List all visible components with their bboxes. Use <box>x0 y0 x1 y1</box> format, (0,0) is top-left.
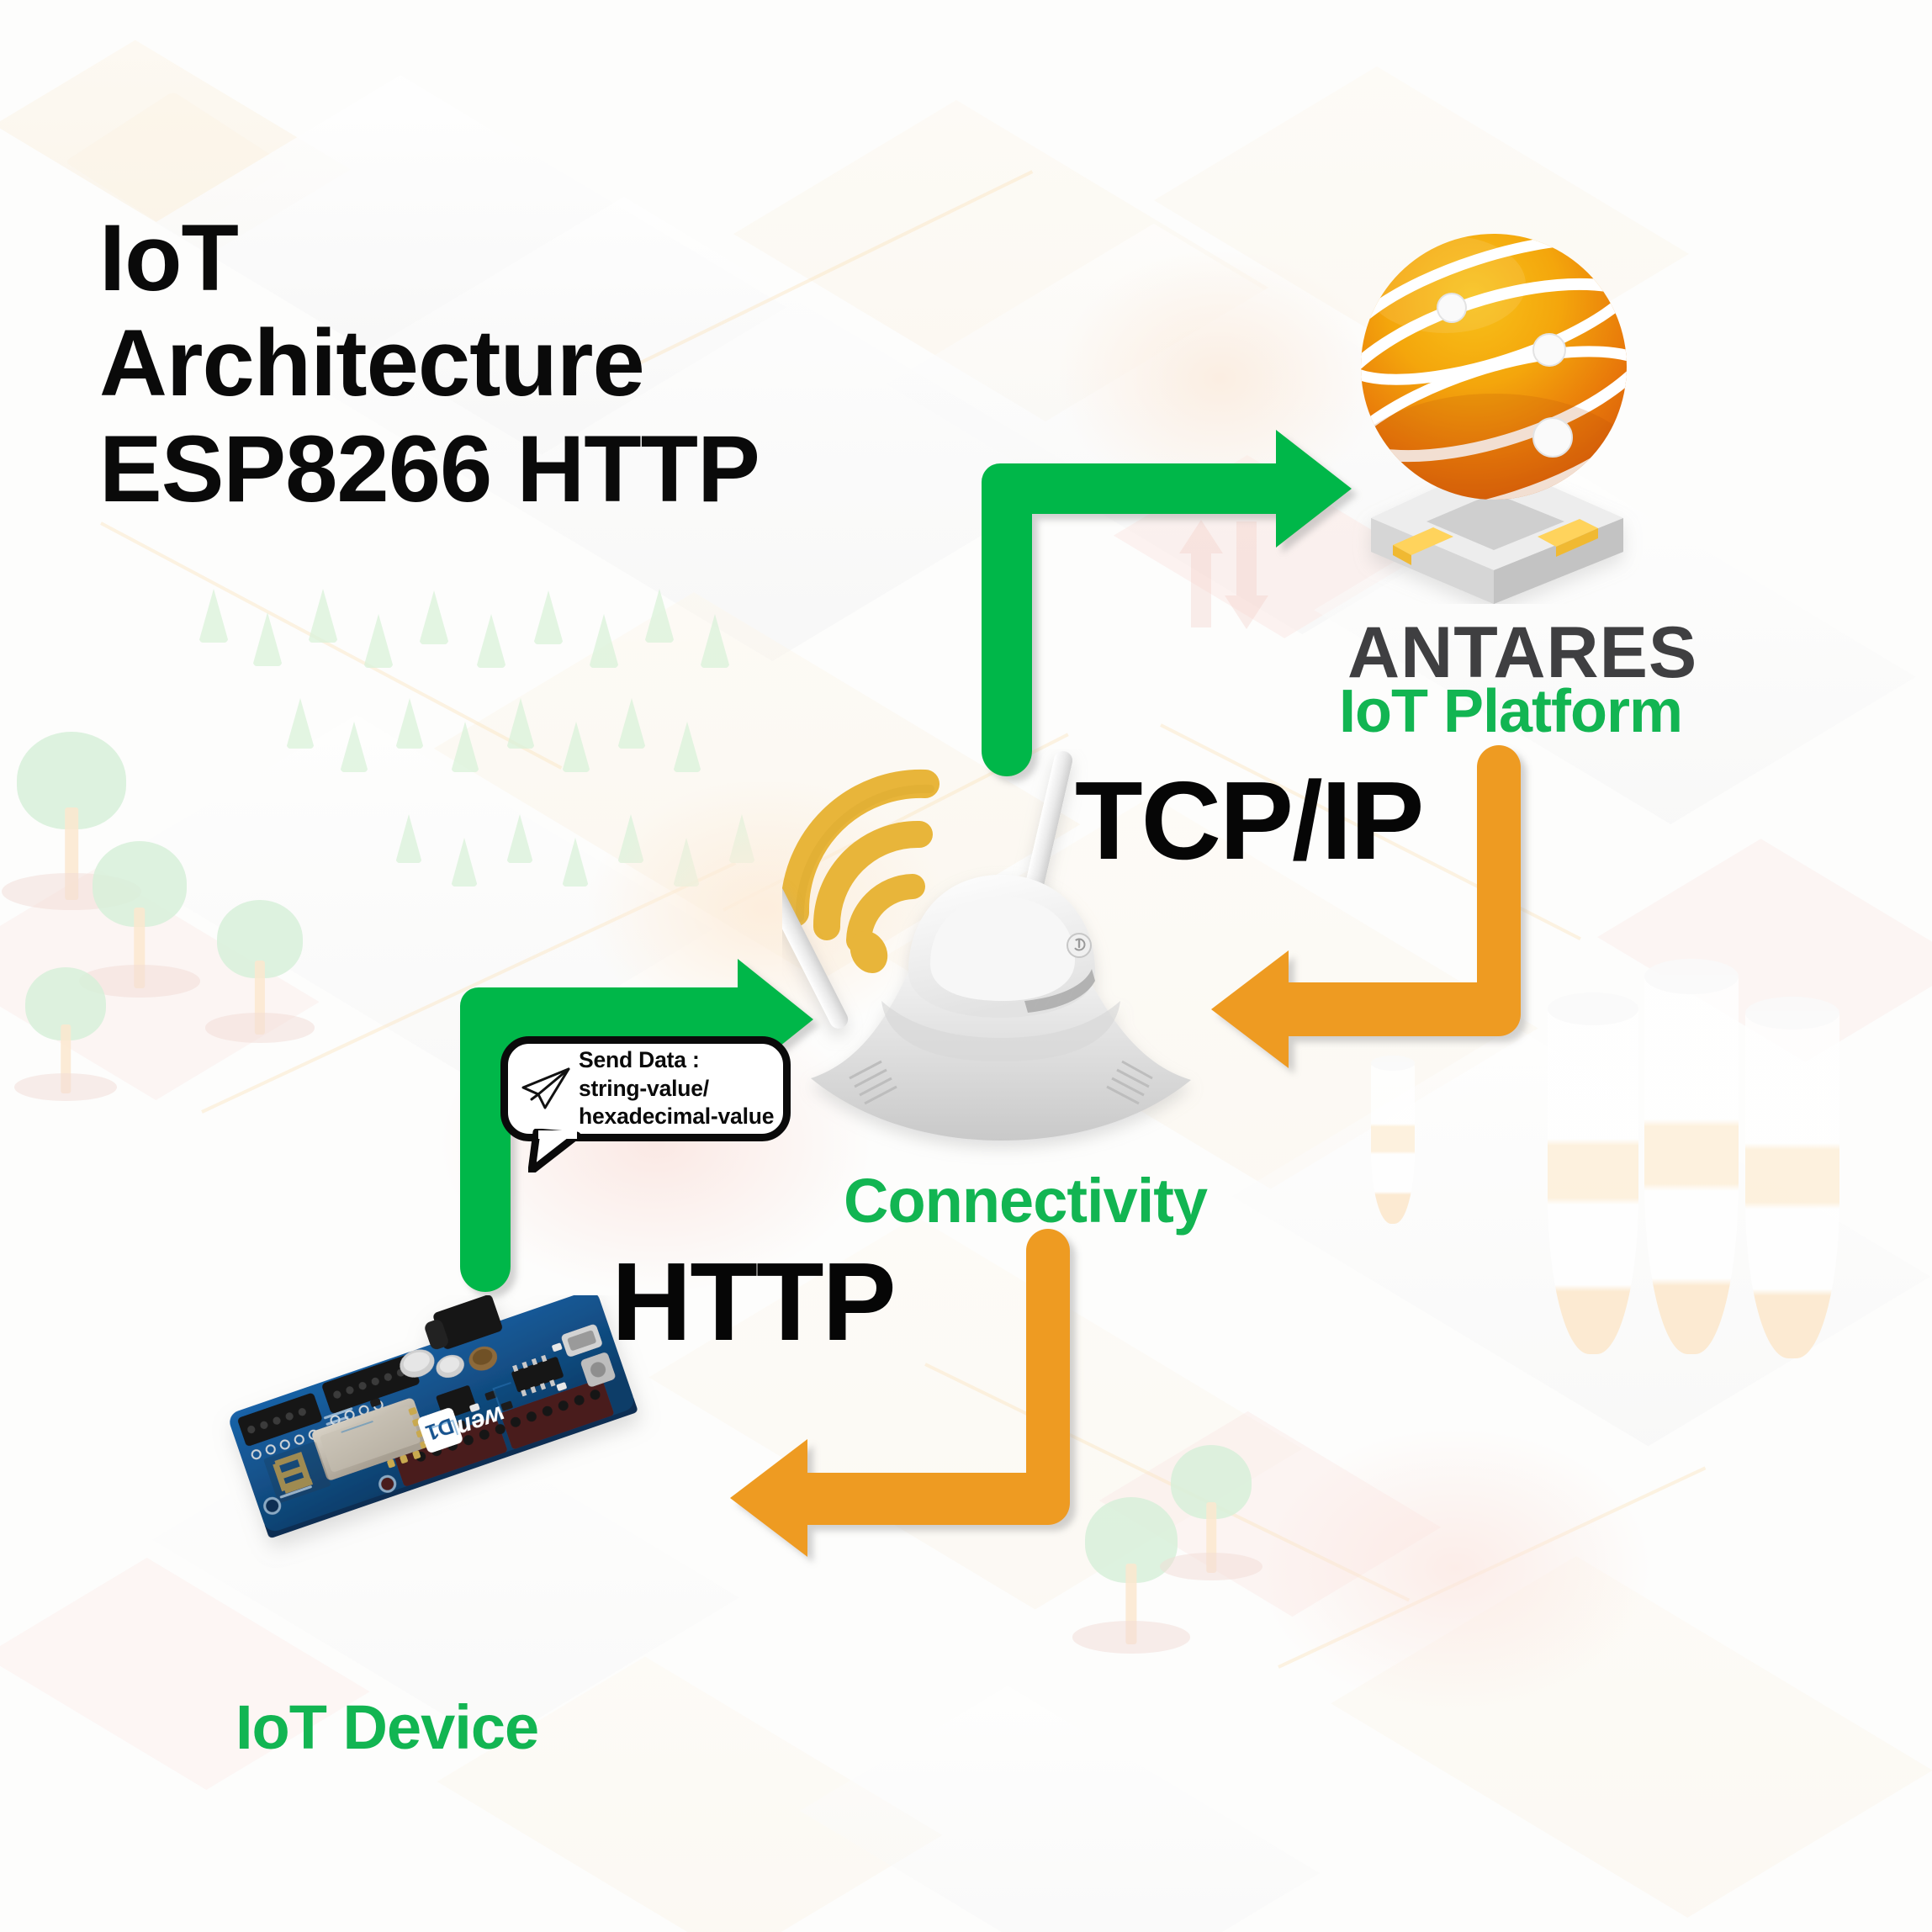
protocol-label-tcpip: TCP/IP <box>1075 759 1424 882</box>
bubble-tail-icon <box>528 1129 580 1172</box>
iot-device-label: IoT Device <box>236 1692 539 1762</box>
platform-subtitle-label: IoT Platform <box>1339 678 1683 745</box>
orange-globe-icon <box>1327 209 1681 604</box>
paper-plane-icon <box>521 1067 570 1109</box>
protocol-label-http: HTTP <box>611 1240 897 1363</box>
arrow-platform-to-router <box>1203 740 1539 1068</box>
wifi-signal-icon <box>780 769 940 973</box>
page-title: IoT Architecture ESP8266 HTTP <box>99 205 760 521</box>
arrow-router-to-device <box>723 1224 1093 1560</box>
arrow-router-to-platform <box>963 425 1358 776</box>
send-data-text: Send Data : string-value/ hexadecimal-va… <box>579 1047 775 1130</box>
connectivity-label: Connectivity <box>844 1166 1208 1236</box>
wemos-d1-board-icon: wemos D1 <box>195 1290 733 1716</box>
send-data-bubble: Send Data : string-value/ hexadecimal-va… <box>500 1036 791 1172</box>
